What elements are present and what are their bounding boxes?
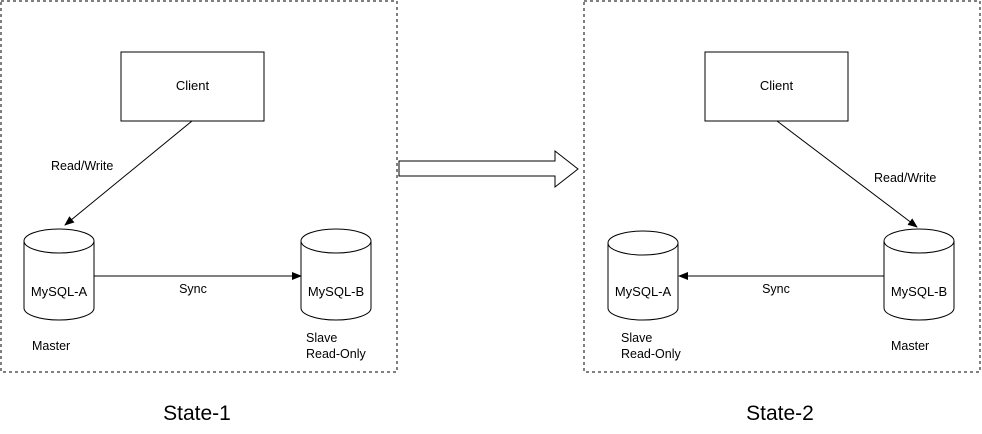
state2-caption: State-2 [746, 402, 814, 425]
state2-mysql-a-label: MySQL-A [615, 284, 672, 299]
state1-client-node: Client [120, 51, 265, 122]
state2-master-label: Master [891, 339, 929, 353]
state2-client-label: Client [760, 78, 794, 93]
state2-sync-label: Sync [762, 282, 790, 296]
state2-mysql-b-label: MySQL-B [891, 284, 947, 299]
state1-readwrite-edge [64, 120, 193, 226]
state2-mysql-a-db: MySQL-A [607, 230, 679, 321]
state1-mysql-a-label: MySQL-A [31, 284, 88, 299]
transition-arrow [398, 149, 579, 189]
state1-readwrite-label: Read/Write [51, 159, 113, 173]
state2-client-node: Client [704, 51, 849, 122]
state2-slave-label: Slave [621, 331, 652, 345]
state1-mysql-a-db: MySQL-A [23, 228, 95, 321]
state2-readwrite-edge [776, 120, 918, 228]
state2-mysql-b-db: MySQL-B [883, 228, 955, 321]
state1-client-label: Client [176, 78, 210, 93]
state2-panel: Client Read/Write MySQL-A Slave Read-Onl… [583, 0, 981, 425]
state1-slave-label: Slave [306, 331, 337, 345]
state1-readonly-label: Read-Only [306, 347, 366, 361]
state2-readonly-label: Read-Only [621, 347, 681, 361]
state1-dashed-frame [0, 0, 398, 373]
state1-mysql-b-label: MySQL-B [308, 284, 364, 299]
state2-readwrite-label: Read/Write [874, 171, 936, 185]
state1-mysql-b-db: MySQL-B [300, 228, 372, 321]
state1-sync-label: Sync [179, 282, 207, 296]
state1-panel: Client Read/Write MySQL-A Master MySQL-B… [0, 0, 398, 425]
state2-dashed-frame [583, 0, 981, 373]
state1-caption: State-1 [163, 402, 231, 425]
state1-master-label: Master [32, 339, 70, 353]
